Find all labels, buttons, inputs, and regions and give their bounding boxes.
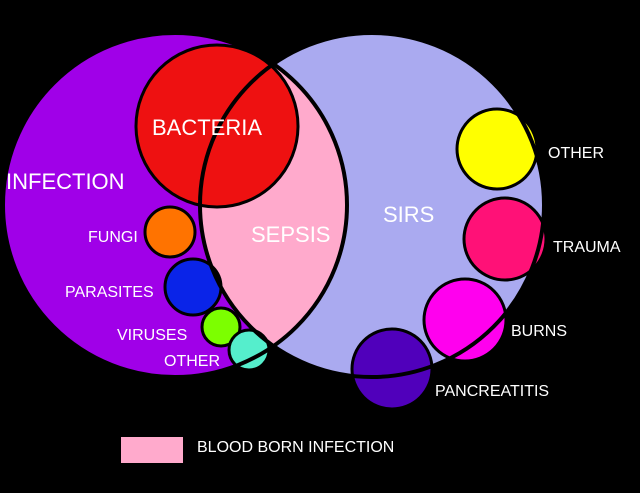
viruses-label: VIRUSES (117, 327, 187, 344)
sirs-label: SIRS (383, 202, 434, 227)
fungi-circle (143, 205, 197, 259)
fungi-label: FUNGI (88, 229, 138, 246)
sepsis-label: SEPSIS (251, 222, 330, 247)
burns-circle (422, 277, 508, 363)
parasites-label: PARASITES (65, 284, 154, 301)
trauma-label: TRAUMA (553, 239, 621, 256)
other-infection-label: OTHER (164, 353, 220, 370)
burns-label: BURNS (511, 323, 567, 340)
pancreatitis-circle (350, 327, 434, 411)
viruses-circle (200, 306, 242, 348)
legend-label: BLOOD BORN INFECTION (197, 439, 395, 456)
trauma-circle (462, 196, 548, 282)
other-sirs-circle (455, 107, 539, 191)
sirs-outline (198, 31, 546, 379)
legend-swatch (121, 437, 183, 463)
infection-label: INFECTION (6, 169, 125, 194)
bacteria-label: BACTERIA (152, 115, 262, 140)
other-sirs-label: OTHER (548, 145, 604, 162)
infection-outline (1, 31, 349, 379)
pancreatitis-label: PANCREATITIS (435, 383, 549, 400)
